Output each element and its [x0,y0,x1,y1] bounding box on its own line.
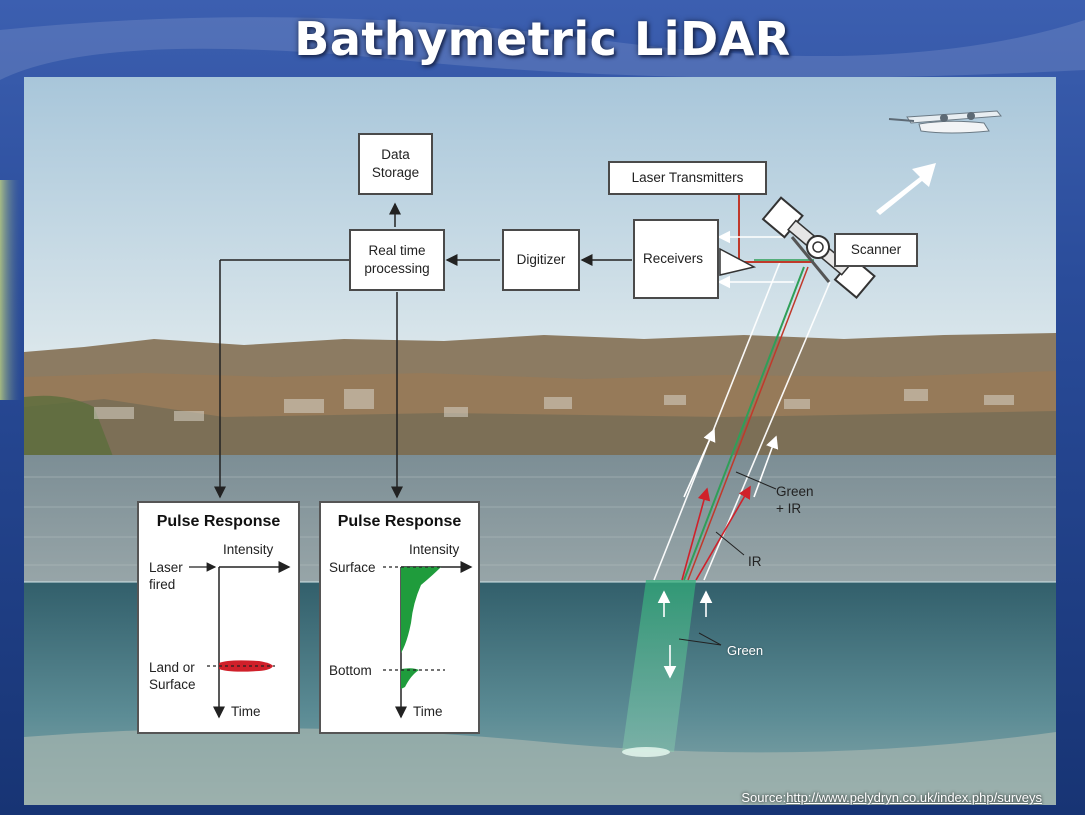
pulse-response-panel-water: Pulse Response Intensity Surface Bottom … [319,501,480,734]
source-prefix: Source: [741,790,786,805]
data-storage-box: Data Storage [358,133,433,195]
time-label: Time [231,703,261,720]
time-label: Time [413,703,443,720]
bottom-green-pulse [401,668,419,689]
surface-green-pulse [401,567,441,653]
pulse-response-panel-land: Pulse Response Intensity Laser fired Lan… [137,501,300,734]
receivers-box: Receivers [633,219,719,299]
bottom-label: Bottom [329,662,372,679]
green-label: Green [727,643,763,659]
laser-fired-label: Laser fired [149,559,183,593]
source-credit: Source:http://www.pelydryn.co.uk/index.p… [741,790,1042,805]
green-ir-label: Green + IR [776,483,814,517]
land-surface-label: Land or Surface [149,659,196,693]
ir-label: IR [748,553,762,570]
realtime-processing-box: Real time processing [349,229,445,291]
scanner-box: Scanner [834,233,918,267]
intensity-label: Intensity [409,541,459,558]
laser-transmitters-box: Laser Transmitters [608,161,767,195]
pulse-plot-land [139,503,302,736]
slide-title: Bathymetric LiDAR [0,12,1085,66]
surface-label: Surface [329,559,376,576]
intensity-label: Intensity [223,541,273,558]
digitizer-box: Digitizer [502,229,580,291]
lidar-diagram: Data Storage Real time processing Digiti… [24,77,1056,805]
pulse-plot-water [321,503,482,736]
source-link[interactable]: http://www.pelydryn.co.uk/index.php/surv… [786,790,1042,805]
